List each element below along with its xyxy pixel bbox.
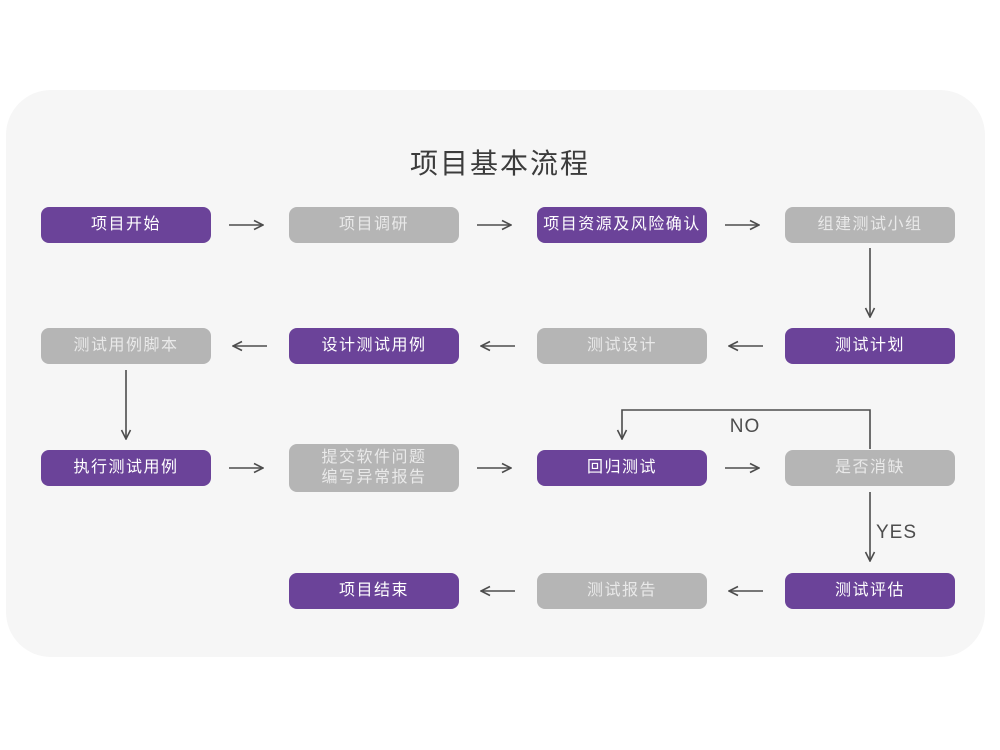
flow-node-test-case-script: 测试用例脚本: [41, 328, 211, 364]
flow-node-design-test-cases: 设计测试用例: [289, 328, 459, 364]
branch-label-no: NO: [729, 416, 761, 437]
flow-node-defect-resolved: 是否消缺: [785, 450, 955, 486]
flowchart-card: [6, 90, 985, 657]
flow-node-regression-test: 回归测试: [537, 450, 707, 486]
flow-node-test-report: 测试报告: [537, 573, 707, 609]
flow-node-test-evaluation: 测试评估: [785, 573, 955, 609]
flow-node-execute-test-cases: 执行测试用例: [41, 450, 211, 486]
flow-node-test-plan: 测试计划: [785, 328, 955, 364]
page-title: 项目基本流程: [409, 148, 590, 179]
flow-node-submit-issues: 提交软件问题 编写异常报告: [289, 444, 459, 492]
flow-node-project-start: 项目开始: [41, 207, 211, 243]
flow-node-project-end: 项目结束: [289, 573, 459, 609]
branch-label-yes: YES: [876, 522, 918, 543]
flow-node-project-research: 项目调研: [289, 207, 459, 243]
flow-node-test-design: 测试设计: [537, 328, 707, 364]
flow-node-build-test-team: 组建测试小组: [785, 207, 955, 243]
flow-node-resources-risk: 项目资源及风险确认: [537, 207, 707, 243]
